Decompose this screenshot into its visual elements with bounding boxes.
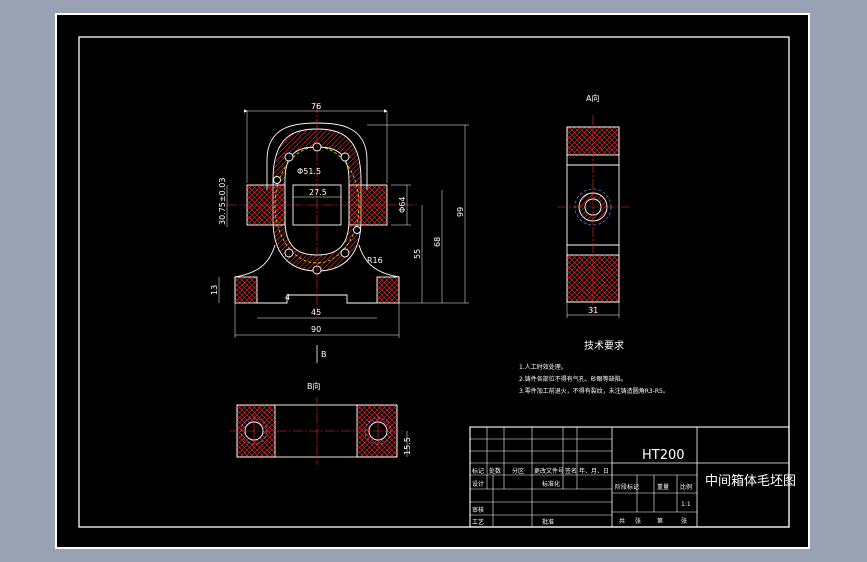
dim-side-width: 31 bbox=[588, 306, 598, 315]
title-block-text: HT200 中间箱体毛坯图 标记 处数 分区 更改文件号 签名 年、月、日 设计… bbox=[472, 448, 796, 526]
front-view bbox=[218, 103, 469, 363]
dim-side-dia: Φ64 bbox=[398, 197, 407, 213]
dim-inner-width: 27.5 bbox=[309, 188, 327, 197]
rev-header-zone: 分区 bbox=[512, 467, 524, 475]
side-view bbox=[557, 115, 629, 318]
stage-header-weight: 重量 bbox=[657, 483, 669, 491]
dim-base-total: 90 bbox=[311, 325, 321, 334]
dim-base-height: 13 bbox=[210, 285, 219, 295]
sheet-unit-1: 张 bbox=[635, 517, 641, 525]
dim-bore-dia: Φ51.5 bbox=[297, 167, 321, 176]
stage-header-mark: 阶段标记 bbox=[615, 483, 639, 491]
note-3: 3.零件加工前退火，不得有裂纹，未注铸造圆角R3-R5。 bbox=[519, 387, 669, 395]
sheet-unit-2: 张 bbox=[681, 517, 687, 525]
sheet-total-label: 共 bbox=[619, 517, 625, 525]
side-view-title: A向 bbox=[586, 93, 599, 103]
front-view-dimensions: 76 Φ51.5 27.5 30.75±0.03 Φ64 55 68 99 13… bbox=[210, 102, 465, 359]
title-block bbox=[469, 426, 790, 528]
scale-value: 1:1 bbox=[681, 501, 691, 508]
dim-base-inner: 45 bbox=[311, 308, 321, 317]
inner-frame bbox=[78, 36, 790, 528]
section-mark-b: B bbox=[321, 350, 327, 359]
rev-header-sign: 签名 bbox=[565, 467, 577, 475]
dim-r16: R16 bbox=[367, 256, 383, 265]
approved-label: 批准 bbox=[542, 518, 554, 526]
cad-drawing-canvas: 76 Φ51.5 27.5 30.75±0.03 Φ64 55 68 99 13… bbox=[78, 36, 796, 528]
bottom-view bbox=[229, 397, 408, 465]
rev-header-date: 年、月、日 bbox=[579, 467, 609, 475]
note-1: 1.人工时效处理。 bbox=[519, 363, 567, 371]
note-2: 2.铸件各部位不得有气孔、砂眼等缺陷。 bbox=[519, 375, 627, 383]
dim-h55: 55 bbox=[413, 249, 422, 259]
dim-h99: 99 bbox=[456, 207, 465, 217]
dim-top-width: 76 bbox=[311, 102, 321, 111]
dim-left-height: 30.75±0.03 bbox=[218, 178, 227, 225]
notes-title: 技术要求 bbox=[584, 339, 624, 352]
dim-small: 4 bbox=[285, 293, 290, 302]
role-review: 审核 bbox=[472, 506, 484, 514]
bottom-view-title: B向 bbox=[307, 381, 321, 391]
material: HT200 bbox=[642, 448, 685, 463]
standardization-label: 标准化 bbox=[542, 480, 560, 488]
drawing-name: 中间箱体毛坯图 bbox=[705, 473, 796, 489]
drawing-sheet: 76 Φ51.5 27.5 30.75±0.03 Φ64 55 68 99 13… bbox=[55, 13, 810, 549]
technical-requirements: 技术要求 1.人工时效处理。 2.铸件各部位不得有气孔、砂眼等缺陷。 3.零件加… bbox=[519, 339, 669, 395]
dim-bottom-height: 15.5 bbox=[403, 437, 412, 455]
rev-header-count: 处数 bbox=[489, 467, 501, 475]
role-process: 工艺 bbox=[472, 518, 484, 526]
stage-header-scale: 比例 bbox=[680, 483, 692, 491]
role-design: 设计 bbox=[472, 480, 484, 488]
sheet-number-label: 第 bbox=[657, 517, 663, 525]
rev-header-mark: 标记 bbox=[472, 467, 484, 475]
dim-h68: 68 bbox=[433, 237, 442, 247]
rev-header-doc: 更改文件号 bbox=[534, 467, 564, 475]
